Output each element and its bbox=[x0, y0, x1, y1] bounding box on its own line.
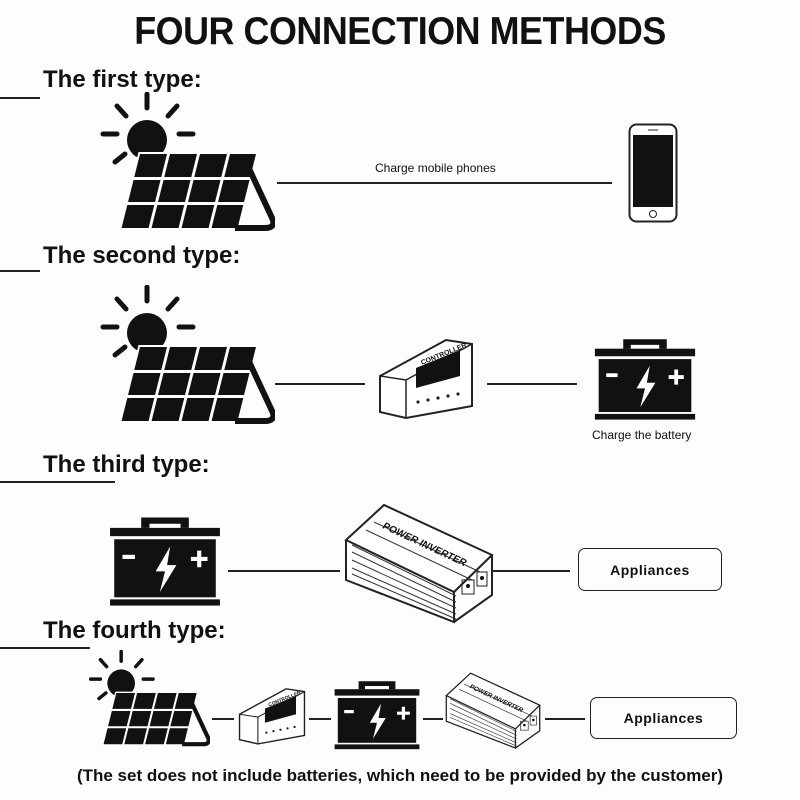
smartphone-icon bbox=[628, 123, 678, 223]
divider bbox=[0, 97, 40, 99]
footnote: (The set does not include batteries, whi… bbox=[76, 766, 724, 785]
sun-solar-panel-icon bbox=[95, 285, 275, 425]
connection-line bbox=[423, 718, 443, 720]
sun-solar-panel-icon bbox=[85, 650, 210, 747]
car-battery-icon bbox=[332, 678, 422, 750]
connection-line bbox=[275, 383, 365, 385]
charge-controller-icon: CONTROLLER bbox=[376, 336, 476, 421]
charge-controller-icon: CONTROLLER bbox=[236, 686, 308, 746]
connection-line bbox=[277, 182, 612, 184]
charge-phones-label: Charge mobile phones bbox=[375, 161, 496, 175]
page-title: FOUR CONNECTION METHODS bbox=[134, 10, 666, 53]
connection-line bbox=[309, 718, 331, 720]
charge-battery-label: Charge the battery bbox=[592, 428, 692, 442]
car-battery-icon bbox=[108, 513, 222, 607]
car-battery-icon bbox=[593, 335, 697, 421]
connection-line bbox=[493, 570, 570, 572]
divider bbox=[0, 270, 40, 272]
divider bbox=[0, 481, 115, 483]
connection-line bbox=[545, 718, 585, 720]
type-3-heading: The third type: bbox=[43, 451, 210, 478]
power-inverter-icon: POWER INVERTER bbox=[444, 670, 542, 750]
power-inverter-icon: POWER INVERTER bbox=[344, 500, 494, 625]
connection-line bbox=[228, 570, 340, 572]
connection-line bbox=[487, 383, 577, 385]
type-1-heading: The first type: bbox=[43, 66, 202, 93]
type-4-heading: The fourth type: bbox=[43, 617, 226, 644]
type-2-heading: The second type: bbox=[43, 242, 241, 269]
sun-solar-panel-icon bbox=[95, 92, 275, 232]
connection-line bbox=[212, 718, 234, 720]
appliances-box: Appliances bbox=[578, 548, 722, 591]
appliances-box: Appliances bbox=[590, 697, 737, 739]
divider bbox=[0, 647, 90, 649]
